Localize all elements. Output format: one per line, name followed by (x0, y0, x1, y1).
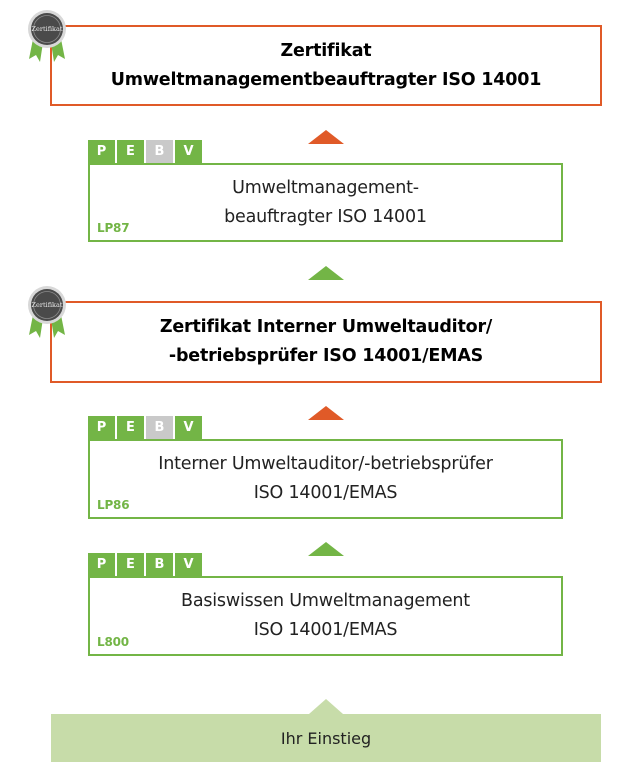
certificate-title-line1: Zertifikat Interner Umweltauditor/ (159, 317, 493, 337)
arrow-up-green (308, 266, 344, 280)
course-code: LP87 (97, 221, 130, 235)
pebv-badge-b: B (146, 140, 173, 163)
course-box-lp86: Interner Umweltauditor/-betriebsprüfer I… (88, 439, 563, 519)
certificate-title-line2: Umweltmanagementbeauftragter ISO 14001 (110, 69, 542, 90)
course-code: L800 (97, 635, 129, 649)
course-title-line2: ISO 14001/EMAS (253, 483, 398, 503)
pebv-badge-e: E (117, 553, 144, 576)
course-title-line1: Umweltmanagement- (232, 177, 419, 198)
arrow-up-orange (308, 130, 344, 144)
certificate-box-umweltmanagementbeauftragter: Zertifikat Umweltmanagementbeauftragter … (50, 25, 602, 106)
certificate-seal-label: Zertifikat (31, 301, 63, 309)
pebv-badge-v: V (175, 140, 202, 163)
certificate-seal-icon (28, 10, 66, 62)
certificate-title-line1: Zertifikat (280, 40, 372, 61)
entry-arrow-tip (309, 699, 343, 714)
course-code: LP86 (97, 498, 130, 512)
pebv-badges-l800: P E B V (88, 553, 204, 576)
pebv-badge-b: B (146, 416, 173, 439)
entry-label: Ihr Einstieg (280, 728, 372, 748)
pebv-badge-b: B (146, 553, 173, 576)
course-title-line1: Interner Umweltauditor/-betriebsprüfer (158, 454, 493, 474)
pebv-badge-e: E (117, 140, 144, 163)
pebv-badge-p: P (88, 140, 115, 163)
pebv-badges-lp87: P E B V (88, 140, 204, 163)
certificate-seal-label: Zertifikat (31, 25, 63, 33)
pebv-badges-lp86: P E B V (88, 416, 204, 439)
pebv-badge-p: P (88, 416, 115, 439)
certificate-box-interner-umweltauditor: Zertifikat Interner Umweltauditor/ -betr… (50, 301, 602, 383)
course-box-lp87: Umweltmanagement- beauftragter ISO 14001… (88, 163, 563, 242)
arrow-up-orange (308, 406, 344, 420)
entry-banner: Ihr Einstieg (51, 714, 601, 762)
pebv-badge-p: P (88, 553, 115, 576)
course-title-line1: Basiswissen Umweltmanagement (181, 591, 470, 611)
course-box-l800: Basiswissen Umweltmanagement ISO 14001/E… (88, 576, 563, 656)
pebv-badge-e: E (117, 416, 144, 439)
pebv-badge-v: V (175, 416, 202, 439)
pebv-badge-v: V (175, 553, 202, 576)
certificate-seal-icon (28, 286, 66, 338)
course-title-line2: beauftragter ISO 14001 (224, 206, 427, 227)
course-title-line2: ISO 14001/EMAS (253, 620, 398, 640)
arrow-up-green (308, 542, 344, 556)
certificate-title-line2: -betriebsprüfer ISO 14001/EMAS (168, 346, 484, 366)
